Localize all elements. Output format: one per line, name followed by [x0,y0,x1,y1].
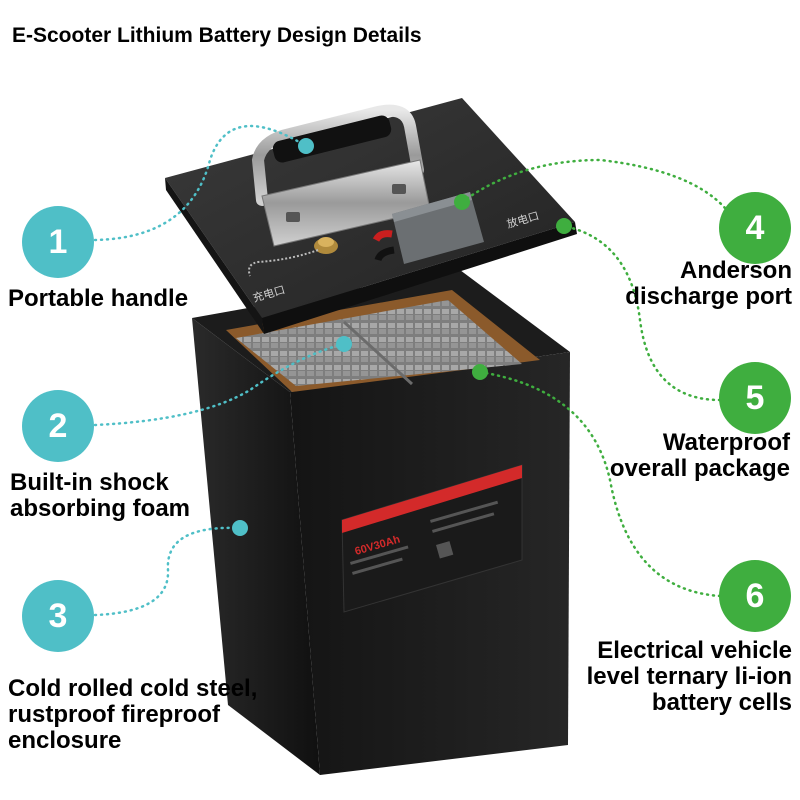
callout-badge-3: 3 [22,580,94,652]
leader-line-2 [93,342,346,427]
callout-badge-6: 6 [719,560,791,632]
callout-badge-2: 2 [22,390,94,462]
leader-lines [93,124,727,617]
spec-plate: 60V30Ah [341,464,523,613]
anchor-dot-4 [454,194,470,210]
battery-lid: 充电口 放电口 [165,98,577,334]
anchor-dot-5 [556,218,572,234]
anchor-dot-3 [232,520,248,536]
anchor-dot-1 [298,138,314,154]
callout-badge-4: 4 [719,192,791,264]
callout-label-3: Cold rolled cold steel, rustproof firepr… [8,675,258,754]
callout-label-4: Anderson discharge port [625,257,792,310]
callout-badge-5: 5 [719,362,791,434]
anderson-connector [372,192,484,264]
anchor-dot-6 [472,364,488,380]
callout-label-5: Waterproof overall package [609,429,790,482]
leader-line-3 [93,526,242,617]
leader-line-4 [460,158,727,210]
leader-line-1 [93,124,308,242]
callout-label-2: Built-in shock absorbing foam [10,469,191,522]
battery-cells [236,300,522,386]
leader-line-6 [478,370,722,598]
lid-edge [262,222,577,334]
battery-box: 60V30Ah [192,270,570,775]
box-left-face [192,318,320,775]
anchor-dot-2 [336,336,352,352]
charge-port-cap [248,237,338,277]
callout-label-1: Portable handle [8,285,189,312]
anchor-dots [232,138,572,536]
callout-badge-1: 1 [22,206,94,278]
callout-label-6: Electrical vehicle level ternary li-ion … [586,637,792,716]
leader-line-5 [562,224,722,402]
page-title: E-Scooter Lithium Battery Design Details [12,24,422,47]
